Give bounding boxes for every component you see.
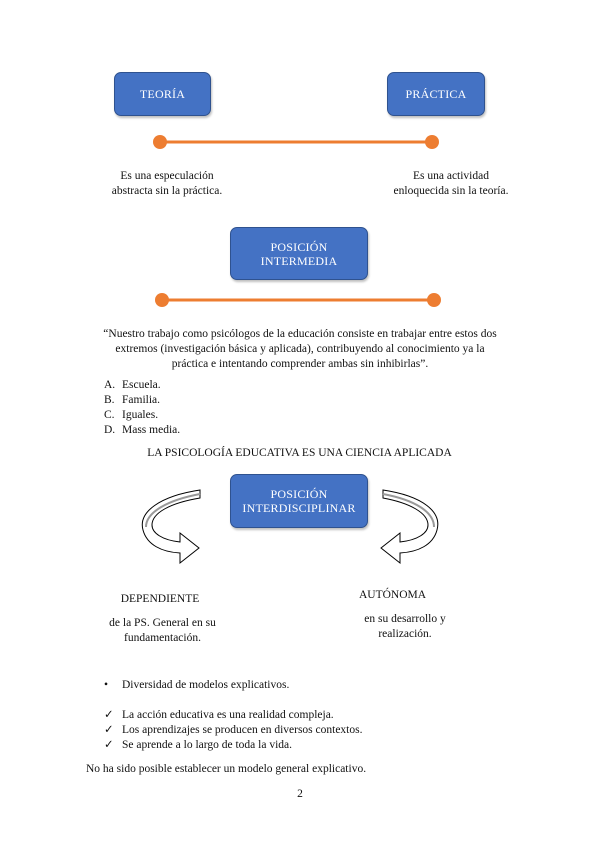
list-item: C. Iguales. <box>104 408 180 423</box>
list-item-text: Iguales. <box>122 409 159 421</box>
connector-dot-right-1 <box>425 135 439 149</box>
dependiente-title: DEPENDIENTE <box>120 593 200 605</box>
list-item-text: La acción educativa es una realidad comp… <box>122 709 334 721</box>
curved-arrow-left-icon <box>141 489 201 565</box>
dependiente-line-1: de la PS. General en su <box>109 617 216 629</box>
practica-label: PRÁCTICA <box>405 87 467 101</box>
page-number: 2 <box>297 788 303 800</box>
teoria-label: TEORÍA <box>139 87 186 101</box>
practica-caption: Es una actividad enloquecida sin la teor… <box>372 169 530 199</box>
list-item: • Diversidad de modelos explicativos. <box>104 678 289 693</box>
connector-dot-left-2 <box>155 293 169 307</box>
list-marker: C. <box>104 409 115 421</box>
bullet-list: • Diversidad de modelos explicativos. <box>104 678 289 693</box>
practica-caption-line-2: enloquecida sin la teoría. <box>393 185 509 197</box>
posicion-intermedia-label-1: POSICIÓN <box>270 239 328 254</box>
dependiente-description: de la PS. General en su fundamentación. <box>90 616 235 646</box>
checkmark-icon: ✓ <box>104 739 114 751</box>
list-item-text: Los aprendizajes se producen en diversos… <box>122 724 363 736</box>
autonoma-description: en su desarrollo y realización. <box>345 612 465 642</box>
quote-line-2: extremos (investigación básica y aplicad… <box>115 343 485 355</box>
list-item: ✓ La acción educativa es una realidad com… <box>104 708 362 723</box>
posicion-interdisciplinar-label-2: INTERDISCIPLINAR <box>242 501 356 515</box>
autonoma-title: AUTÓNOMA <box>358 589 427 601</box>
quote-line-1: “Nuestro trabajo como psicólogos de la e… <box>103 328 497 340</box>
teoria-caption-line-2: abstracta sin la práctica. <box>111 185 223 197</box>
list-marker: A. <box>104 379 116 391</box>
teoria-caption-line-1: Es una especulación <box>120 170 214 182</box>
connector-dot-left-1 <box>153 135 167 149</box>
list-item: ✓ Se aprende a lo largo de toda la vida. <box>104 738 362 753</box>
dependiente-line-2: fundamentación. <box>124 632 201 644</box>
check-list: ✓ La acción educativa es una realidad com… <box>104 708 362 753</box>
list-item-text: Familia. <box>122 394 161 406</box>
list-item: D. Mass media. <box>104 423 180 438</box>
section-heading: LA PSICOLOGÍA EDUCATIVA ES UNA CIENCIA A… <box>147 447 452 459</box>
bullet-marker: • <box>104 679 109 691</box>
practica-box: PRÁCTICA <box>387 72 485 116</box>
list-item-text: Se aprende a lo largo de toda la vida. <box>122 739 292 751</box>
posicion-interdisciplinar-box: POSICIÓN INTERDISCIPLINAR <box>230 474 368 528</box>
checkmark-icon: ✓ <box>104 724 114 736</box>
autonoma-line-1: en su desarrollo y <box>364 613 446 625</box>
posicion-interdisciplinar-label-1: POSICIÓN <box>270 487 328 501</box>
list-item: ✓ Los aprendizajes se producen en diverso… <box>104 723 362 738</box>
list-marker: D. <box>104 424 116 436</box>
teoria-caption: Es una especulación abstracta sin la prá… <box>92 169 242 199</box>
quote-line-3: práctica e intentando comprender ambas s… <box>171 358 429 370</box>
conclusion-text: No ha sido posible establecer un modelo … <box>86 763 367 775</box>
curved-arrow-right-icon <box>380 489 439 565</box>
autonoma-line-2: realización. <box>378 628 432 640</box>
checkmark-icon: ✓ <box>104 709 114 721</box>
list-item-text: Escuela. <box>122 379 161 391</box>
list-item-text: Diversidad de modelos explicativos. <box>122 679 290 691</box>
posicion-intermedia-label-2: INTERMEDIA <box>260 253 338 268</box>
list-item: A. Escuela. <box>104 378 180 393</box>
teoria-box: TEORÍA <box>114 72 211 116</box>
list-item-text: Mass media. <box>122 424 181 436</box>
agents-list: A. Escuela. B. Familia. C. Iguales. D. Mass … <box>104 378 180 438</box>
list-item: B. Familia. <box>104 393 180 408</box>
connector-dot-right-2 <box>427 293 441 307</box>
posicion-intermedia-box: POSICIÓN INTERMEDIA <box>230 227 368 280</box>
list-marker: B. <box>104 394 115 406</box>
quote-paragraph: “Nuestro trabajo como psicólogos de la e… <box>80 327 520 372</box>
practica-caption-line-1: Es una actividad <box>412 170 489 182</box>
